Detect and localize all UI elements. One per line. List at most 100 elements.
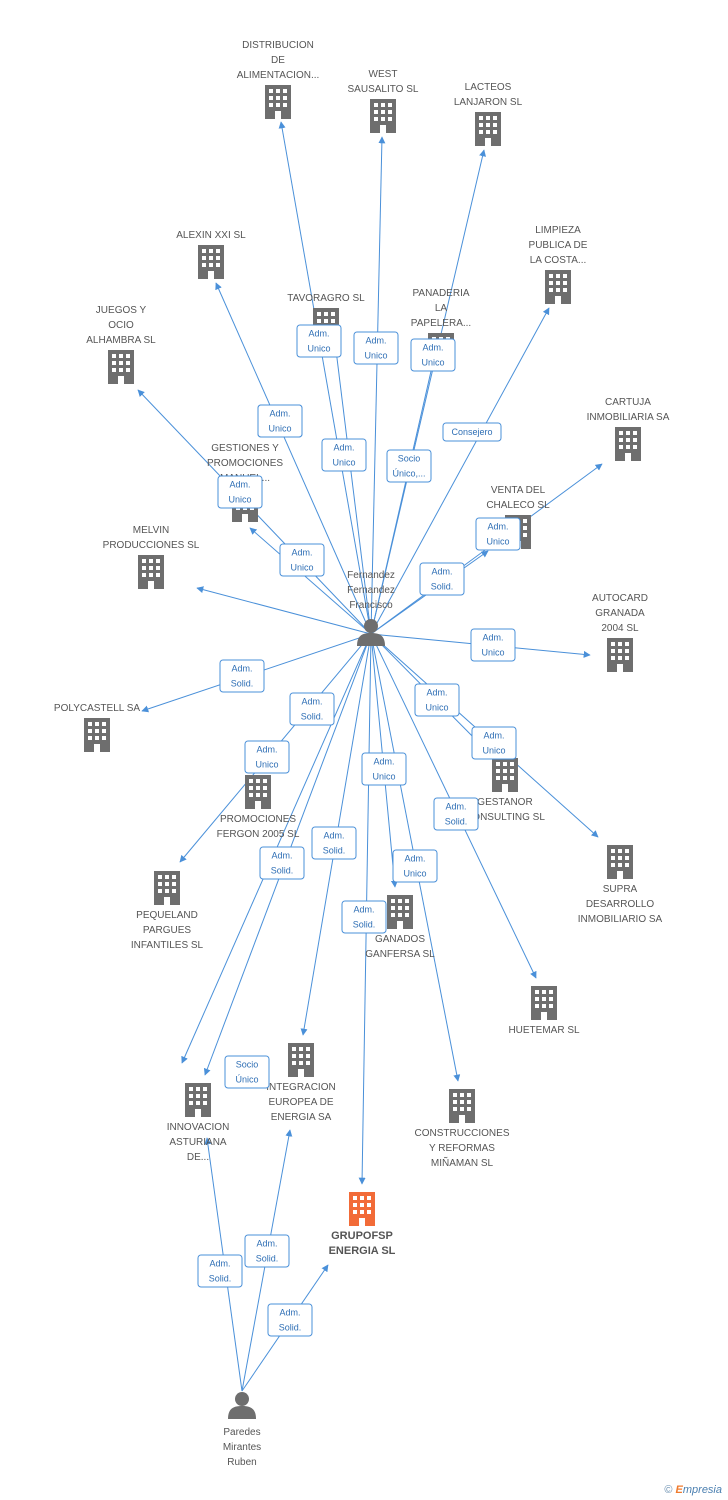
- edge-label-ganados[interactable]: Adm.Unico: [361, 752, 407, 786]
- edge-label-limpieza[interactable]: Consejero: [442, 422, 502, 442]
- edge-label-text: Adm.: [333, 443, 354, 453]
- edge-label-grupofsp[interactable]: Adm.Solid.: [267, 1303, 313, 1337]
- edge-label-supra[interactable]: Adm.Unico: [471, 726, 517, 760]
- node-label-line: GESTANOR: [477, 797, 532, 808]
- edge-label-autocard[interactable]: Adm.Unico: [470, 628, 516, 662]
- edge-label-grupofsp[interactable]: Adm.Solid.: [341, 900, 387, 934]
- company-node-distribucion[interactable]: DISTRIBUCIONDEALIMENTACION...: [237, 40, 320, 119]
- node-label-line: DE: [271, 55, 285, 66]
- node-label-line: PARGUES: [143, 925, 191, 936]
- edge-label-text: Único,...: [392, 469, 425, 479]
- edge-label-gestiones[interactable]: Adm. Unico: [217, 475, 263, 509]
- company-node-panaderia[interactable]: PANADERIALAPAPELERA...: [411, 288, 471, 367]
- edge-label-pequeland[interactable]: Adm.Solid.: [259, 846, 305, 880]
- edge-label-polycastell[interactable]: Adm.Solid.: [219, 659, 265, 693]
- building-icon: [198, 245, 224, 279]
- node-label-line: GRUPOFSP: [331, 1230, 393, 1242]
- company-node-huetemar[interactable]: HUETEMAR SL: [508, 986, 580, 1036]
- node-label-line: EUROPEA DE: [268, 1097, 333, 1108]
- node-label-line: TAVORAGRO SL: [287, 293, 365, 304]
- edge-label-text: Solid.: [445, 817, 468, 827]
- node-label-line: CARTUJA: [605, 397, 651, 408]
- edge-p1-melvin: [196, 586, 372, 635]
- edge-label-lacteos[interactable]: Adm.Unico: [410, 338, 456, 372]
- edge-label-tavoragro[interactable]: Adm.Unico: [321, 438, 367, 472]
- edge-p1-tavoragro: [333, 349, 372, 635]
- edge-label-integracion[interactable]: Adm.Solid.: [244, 1234, 290, 1268]
- edge-label-text: Adm.: [229, 480, 250, 490]
- building-icon: [138, 555, 164, 589]
- edge-label-box: [341, 900, 387, 934]
- edge-label-box: [197, 1254, 243, 1288]
- edge-label-innovacion[interactable]: Adm.Solid.: [197, 1254, 243, 1288]
- edge-label-text: Adm.: [431, 567, 452, 577]
- building-icon: [492, 758, 518, 792]
- edge-label-huetemar[interactable]: Adm.Solid.: [433, 797, 479, 831]
- edge-label-text: Adm.: [323, 831, 344, 841]
- edge-label-innovacion[interactable]: Adm.Solid.: [289, 692, 335, 726]
- brand-logo[interactable]: Empresia: [675, 1484, 722, 1496]
- focus-building-icon: [349, 1192, 375, 1226]
- edge-label-gestanor[interactable]: Adm.Unico: [414, 683, 460, 717]
- copyright-symbol: ©: [664, 1484, 673, 1496]
- company-node-tavoragro[interactable]: TAVORAGRO SL: [287, 293, 365, 342]
- node-label-line: DISTRIBUCION: [242, 40, 314, 51]
- edge-label-juegos[interactable]: Adm.Unico: [257, 404, 303, 438]
- company-node-cartuja[interactable]: CARTUJA INMOBILIARIA SA: [587, 397, 670, 461]
- edge-label-text: Unico: [307, 344, 330, 354]
- edge-label-text: Unico: [364, 351, 387, 361]
- node-label-line: JUEGOS Y: [96, 305, 147, 316]
- edge-label-fergon[interactable]: Adm.Unico: [244, 740, 290, 774]
- company-node-innovacion[interactable]: INNOVACIONASTURIANADE...: [167, 1083, 230, 1163]
- company-node-alexin[interactable]: ALEXIN XXI SL: [176, 230, 246, 279]
- edge-label-box: [414, 683, 460, 717]
- building-icon: [370, 99, 396, 133]
- edge-label-venta[interactable]: Adm.Solid.: [419, 562, 465, 596]
- node-label-line: ALEXIN XXI SL: [176, 230, 246, 241]
- edge-label-text: Unico: [403, 869, 426, 879]
- node-label-line: PROMOCIONES: [207, 458, 283, 469]
- node-label-line: INFANTILES SL: [131, 940, 204, 951]
- edge-label-panaderia[interactable]: SocioÚnico,...: [386, 449, 432, 483]
- edge-label-text: Unico: [228, 495, 251, 505]
- edge-label-text: Solid.: [271, 866, 294, 876]
- edge-label-box: [311, 826, 357, 860]
- edge-label-distribucion[interactable]: Adm. Unico: [296, 324, 342, 358]
- edge-label-integracion[interactable]: Adm.Solid.: [311, 826, 357, 860]
- edge-label-text: Unico: [481, 648, 504, 658]
- company-node-polycastell[interactable]: POLYCASTELL SA: [54, 703, 140, 752]
- edge-label-text: Solid.: [231, 679, 254, 689]
- edge-p1-panaderia: [370, 344, 440, 635]
- node-label-line: LA: [435, 303, 448, 314]
- edge-label-text: Solid.: [301, 712, 324, 722]
- node-label-line: INMOBILIARIA SA: [587, 412, 670, 423]
- edge-p1-gestiones: [249, 527, 372, 635]
- edge-label-box: [296, 324, 342, 358]
- edge-label-construcciones[interactable]: Adm.Unico: [392, 849, 438, 883]
- edge-label-west[interactable]: Adm.Unico: [353, 331, 399, 365]
- edge-label-box: [244, 740, 290, 774]
- edge-label-text: Adm.: [256, 745, 277, 755]
- edge-label-melvin[interactable]: Adm.Unico: [279, 543, 325, 577]
- edge-label-text: Adm.: [308, 329, 329, 339]
- edge-label-cartuja[interactable]: Adm.Unico: [475, 517, 521, 551]
